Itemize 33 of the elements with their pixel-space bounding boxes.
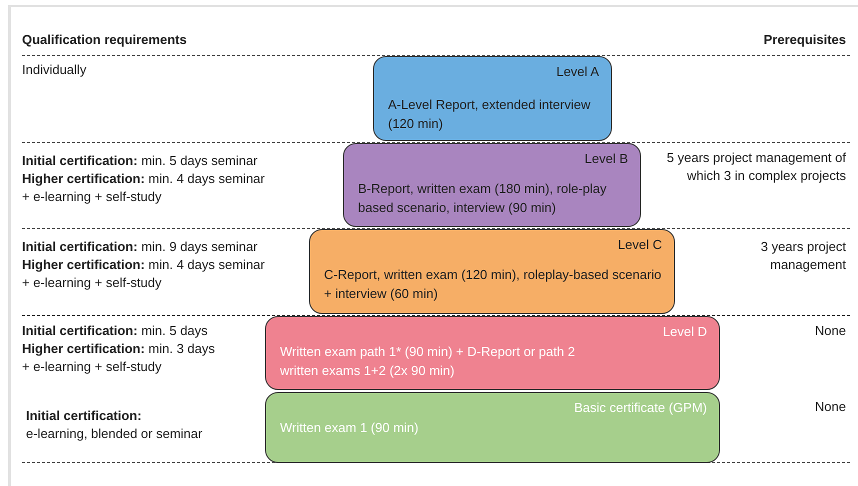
requirement-text: Higher certification: min. 4 days seminar — [22, 170, 265, 188]
prerequisite-text: 3 years project management — [760, 238, 846, 274]
level-title: Level A — [556, 64, 599, 79]
requirement-text: Initial certification: min. 9 days seminar — [22, 238, 258, 256]
exam-description: A-Level Report, extended interview (120 min) — [388, 96, 592, 133]
level-title: Level C — [618, 237, 662, 252]
exam-description: C-Report, written exam (120 min), roleplay-based scenario + interview (60 min) — [324, 266, 662, 303]
requirement-text: e-learning, blended or seminar — [26, 425, 202, 443]
column-header: Prerequisites — [764, 31, 846, 49]
prerequisite-text: None — [814, 398, 846, 416]
requirement-text: + e-learning + self-study — [22, 188, 162, 206]
requirement-text: + e-learning + self-study — [22, 358, 162, 376]
requirement-text: + e-learning + self-study — [22, 274, 162, 292]
prerequisite-text: 5 years project management of which 3 in complex projects — [666, 149, 846, 185]
level-box — [309, 229, 675, 314]
level-title: Level D — [662, 324, 707, 339]
requirement-text: Initial certification: — [26, 407, 142, 425]
requirement-text: Individually — [22, 61, 86, 79]
level-box — [343, 143, 641, 227]
requirement-text: Higher certification: min. 4 days seminar — [22, 256, 265, 274]
prerequisite-text: None — [814, 322, 846, 340]
level-title: Level B — [584, 151, 628, 166]
level-title: Basic certificate (GPM) — [574, 400, 707, 415]
exam-description: Written exam 1 (90 min) — [280, 419, 420, 437]
level-box — [265, 392, 720, 463]
level-box — [265, 316, 720, 390]
exam-description: B-Report, written exam (180 min), role-play based scenario, interview (90 min) — [358, 180, 608, 217]
requirement-text: Initial certification: min. 5 days — [22, 322, 208, 340]
exam-description: Written exam path 1* (90 min) + D-Report or path 2 written exams 1+2 (2x 90 min) — [280, 343, 576, 380]
requirement-text: Initial certification: min. 5 days seminar — [22, 152, 258, 170]
column-header: Qualification requirements — [22, 31, 187, 49]
requirement-text: Higher certification: min. 3 days — [22, 340, 215, 358]
level-box — [373, 56, 612, 141]
